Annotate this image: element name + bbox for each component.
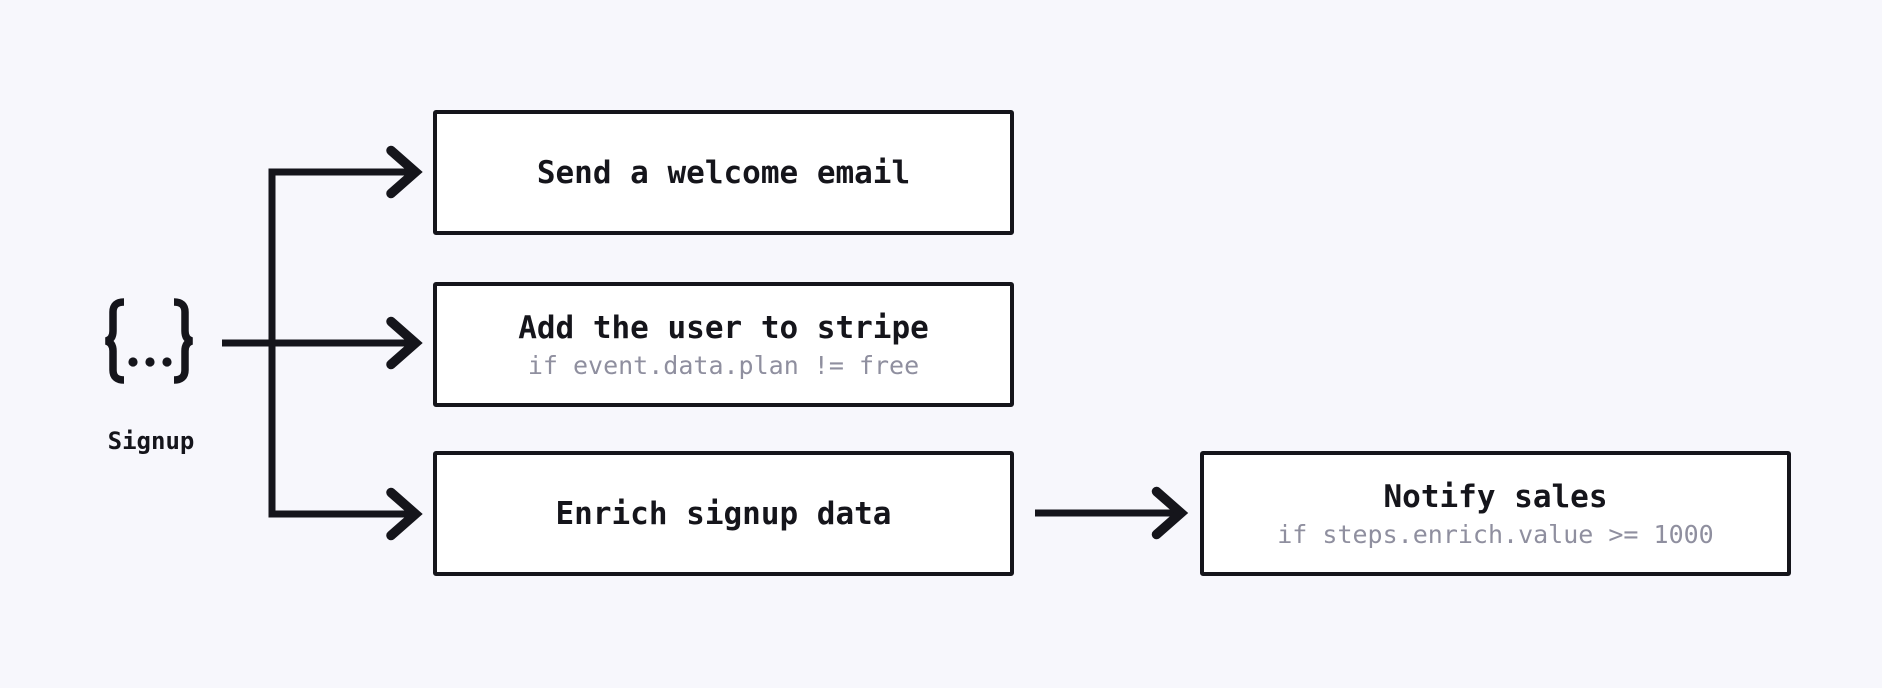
step-title: Send a welcome email	[536, 154, 911, 191]
trigger-branch-connector-line	[268, 168, 412, 518]
step-node-notify-sales: Notify sales if steps.enrich.value >= 10…	[1200, 451, 1791, 576]
step-node-enrich-signup-data: Enrich signup data	[433, 451, 1014, 576]
dot-glyph	[128, 357, 138, 367]
arrowhead-notify-icon	[1151, 486, 1189, 540]
arrowhead-welcome-icon	[386, 145, 423, 199]
step-title: Enrich signup data	[555, 495, 892, 532]
step-node-send-welcome-email: Send a welcome email	[433, 110, 1014, 235]
left-brace-glyph	[104, 298, 125, 384]
right-brace-glyph	[173, 298, 194, 384]
arrowhead-enrich-icon	[386, 487, 423, 541]
arrowhead-stripe-icon	[386, 316, 423, 370]
dot-glyph	[145, 357, 155, 367]
dot-glyph	[162, 357, 172, 367]
step-title: Notify sales	[1383, 478, 1608, 515]
step-condition: if steps.enrich.value >= 1000	[1277, 519, 1714, 549]
step-title: Add the user to stripe	[518, 309, 929, 346]
trigger-event-label: Signup	[107, 427, 195, 455]
step-node-add-user-to-stripe: Add the user to stripe if event.data.pla…	[433, 282, 1014, 407]
step-condition: if event.data.plan != free	[527, 350, 920, 380]
curly-braces-event-icon	[104, 298, 194, 384]
